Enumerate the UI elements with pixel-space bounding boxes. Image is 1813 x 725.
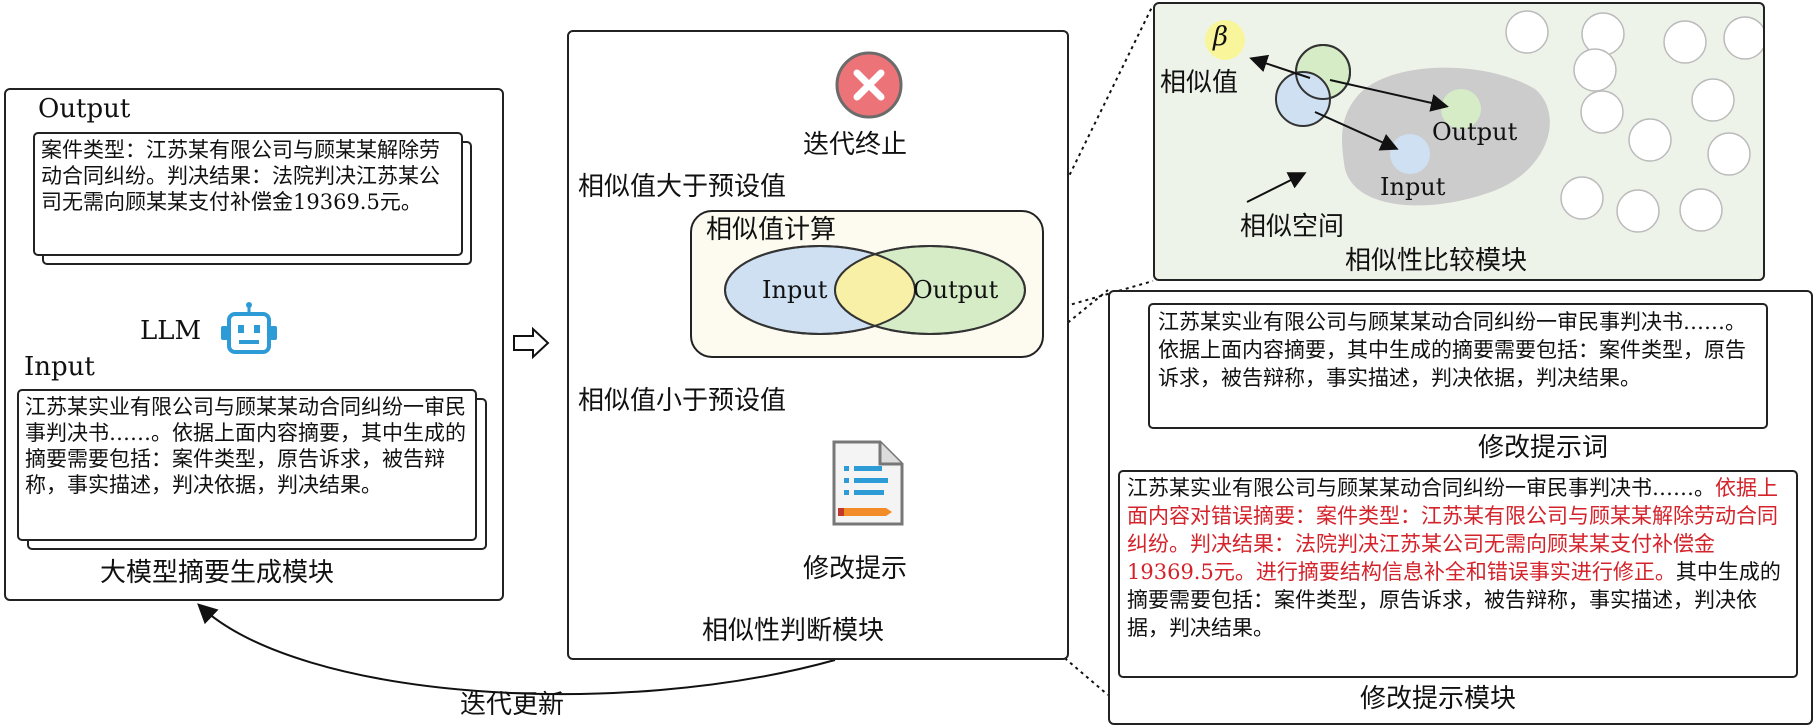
prompt-module-title: 修改提示模块 bbox=[1360, 684, 1517, 714]
revised-text-suffix: 其中生成的摘要需要包括：案件类型，原告诉求，被告辩称，事实描述，判决依据，判决结… bbox=[1127, 560, 1781, 640]
background-points bbox=[1505, 10, 1763, 233]
compare-module-panel bbox=[1153, 2, 1765, 281]
arrow-right-icon bbox=[513, 326, 550, 360]
similarity-space-plot bbox=[1205, 10, 1763, 233]
gen-module-title: 大模型摘要生成模块 bbox=[100, 558, 335, 588]
gen-input-label: Input bbox=[24, 352, 95, 382]
beta-symbol: β bbox=[1213, 22, 1229, 52]
modify-prompt-word-label: 修改提示词 bbox=[1478, 433, 1609, 463]
venn-diagram bbox=[724, 245, 1026, 335]
zoom-line-top-2 bbox=[1044, 280, 1154, 313]
space-input-point bbox=[1390, 134, 1430, 174]
prompt-original-text: 江苏某实业有限公司与顾某某动合同纠纷一审民事判决书……。依据上面内容摘要，其中生… bbox=[1148, 303, 1768, 429]
close-icon bbox=[835, 51, 903, 119]
gen-input-text: 江苏某实业有限公司与顾某某动合同纠纷一审民事判决书……。依据上面内容摘要，其中生… bbox=[17, 389, 477, 541]
gen-llm-label: LLM bbox=[140, 316, 202, 346]
judge-module-title: 相似性判断模块 bbox=[702, 616, 885, 646]
venn-input-label: Input bbox=[762, 276, 828, 304]
gen-output-text: 案件类型：江苏某有限公司与顾某某解除劳动合同纠纷。判决结果：法院判决江苏某公司无… bbox=[33, 132, 463, 256]
revised-text-correction: 依据上面内容对错误摘要：案件类型：江苏某有限公司与顾某某解除劳动合同纠纷。判决结… bbox=[1127, 476, 1778, 584]
compare-module-title: 相似性比较模块 bbox=[1345, 246, 1528, 276]
similarity-space-label: 相似空间 bbox=[1240, 212, 1345, 242]
document-edit-icon bbox=[832, 440, 904, 526]
space-output-point bbox=[1441, 89, 1481, 129]
stop-label: 迭代终止 bbox=[803, 130, 908, 160]
similarity-value-label: 相似值 bbox=[1160, 68, 1239, 98]
less-than-label: 相似值小于预设值 bbox=[578, 386, 787, 416]
iterate-arrow bbox=[197, 603, 836, 696]
space-output-label: Output bbox=[1432, 118, 1518, 146]
robot-icon bbox=[221, 302, 277, 354]
revised-text-prefix: 江苏某实业有限公司与顾某某动合同纠纷一审民事判决书……。 bbox=[1127, 476, 1715, 500]
similarity-space-region bbox=[1342, 67, 1550, 206]
beta-bubble bbox=[1205, 20, 1245, 60]
venn-output-label: Output bbox=[913, 276, 999, 304]
iterate-update-label: 迭代更新 bbox=[460, 690, 565, 720]
modify-prompt-label: 修改提示 bbox=[803, 554, 908, 584]
gen-output-label: Output bbox=[38, 94, 131, 124]
space-input-label: Input bbox=[1380, 173, 1446, 201]
similarity-calc-title: 相似值计算 bbox=[706, 215, 837, 245]
prompt-revised-text: 江苏某实业有限公司与顾某某动合同纠纷一审民事判决书……。依据上面内容对错误摘要：… bbox=[1118, 470, 1798, 678]
greater-than-label: 相似值大于预设值 bbox=[578, 172, 787, 202]
zoom-line-top-1 bbox=[1044, 4, 1154, 226]
